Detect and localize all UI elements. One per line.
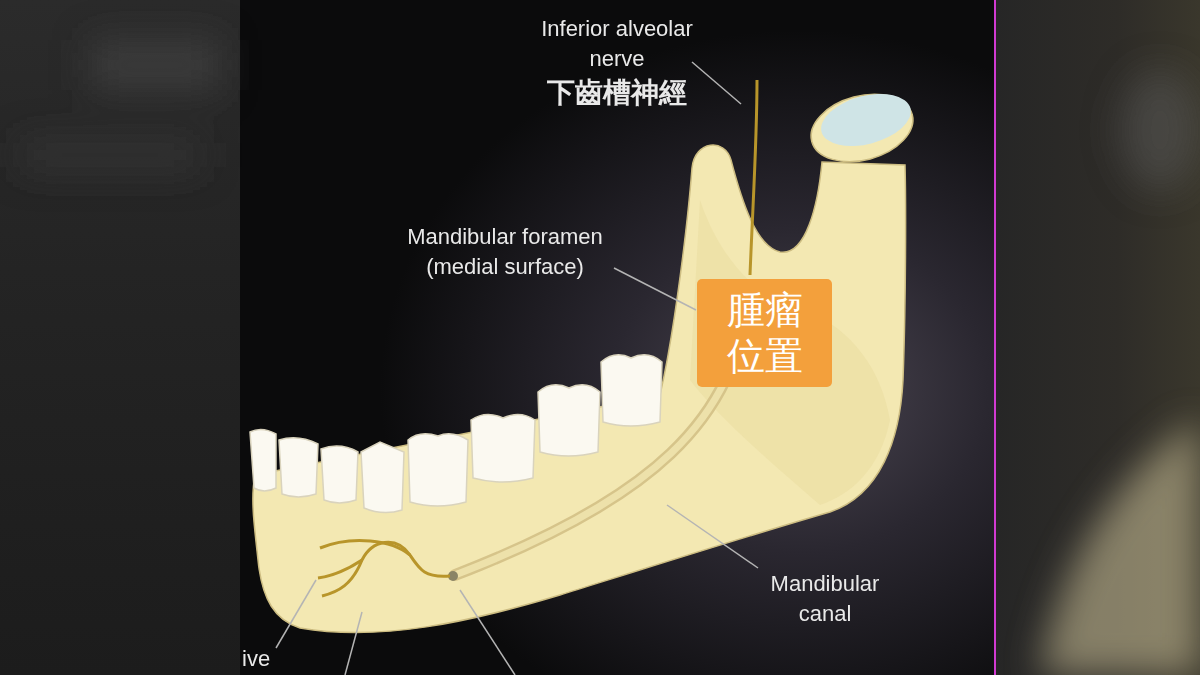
nerve-label-box: Inferior alveolar nerve xyxy=(517,14,717,74)
foramen-label-box: Mandibular foramen (medial surface) xyxy=(380,222,630,282)
blurred-background xyxy=(20,40,1200,675)
mental-nerve xyxy=(322,542,450,596)
leader-lines xyxy=(276,62,758,675)
leader-incisive xyxy=(276,580,316,648)
leader-foramen xyxy=(614,268,696,310)
leader-nerve-2 xyxy=(345,612,362,675)
inferior-alveolar-nerve xyxy=(750,80,757,275)
leader-mental xyxy=(460,590,515,675)
incisive-branch xyxy=(318,560,362,578)
tumor-location-box: 腫瘤 位置 xyxy=(697,279,832,387)
magenta-divider xyxy=(994,0,996,675)
chinese-nerve-label: 下齒槽神經 xyxy=(517,76,717,110)
mandible-bone xyxy=(253,145,906,633)
foramen-label: Mandibular foramen (medial surface) xyxy=(380,222,630,282)
partial-label: ive xyxy=(242,646,302,672)
teeth xyxy=(250,355,662,513)
leader-nerve xyxy=(692,62,741,104)
incisive-nerve xyxy=(320,541,410,555)
canal-label: Mandibular canal xyxy=(750,569,900,629)
condyle-cartilage xyxy=(815,85,916,155)
ramus-shade xyxy=(690,200,890,505)
leader-canal xyxy=(667,505,758,568)
chinese-nerve-label-box: 下齒槽神經 xyxy=(517,76,717,110)
left-blur-panel xyxy=(0,0,240,675)
condyle-head xyxy=(803,84,920,173)
canal-label-box: Mandibular canal xyxy=(750,569,900,629)
tumor-location-text: 腫瘤 位置 xyxy=(715,287,814,379)
partial-label-box: ive xyxy=(242,646,302,672)
nerve-label: Inferior alveolar nerve xyxy=(517,14,717,74)
